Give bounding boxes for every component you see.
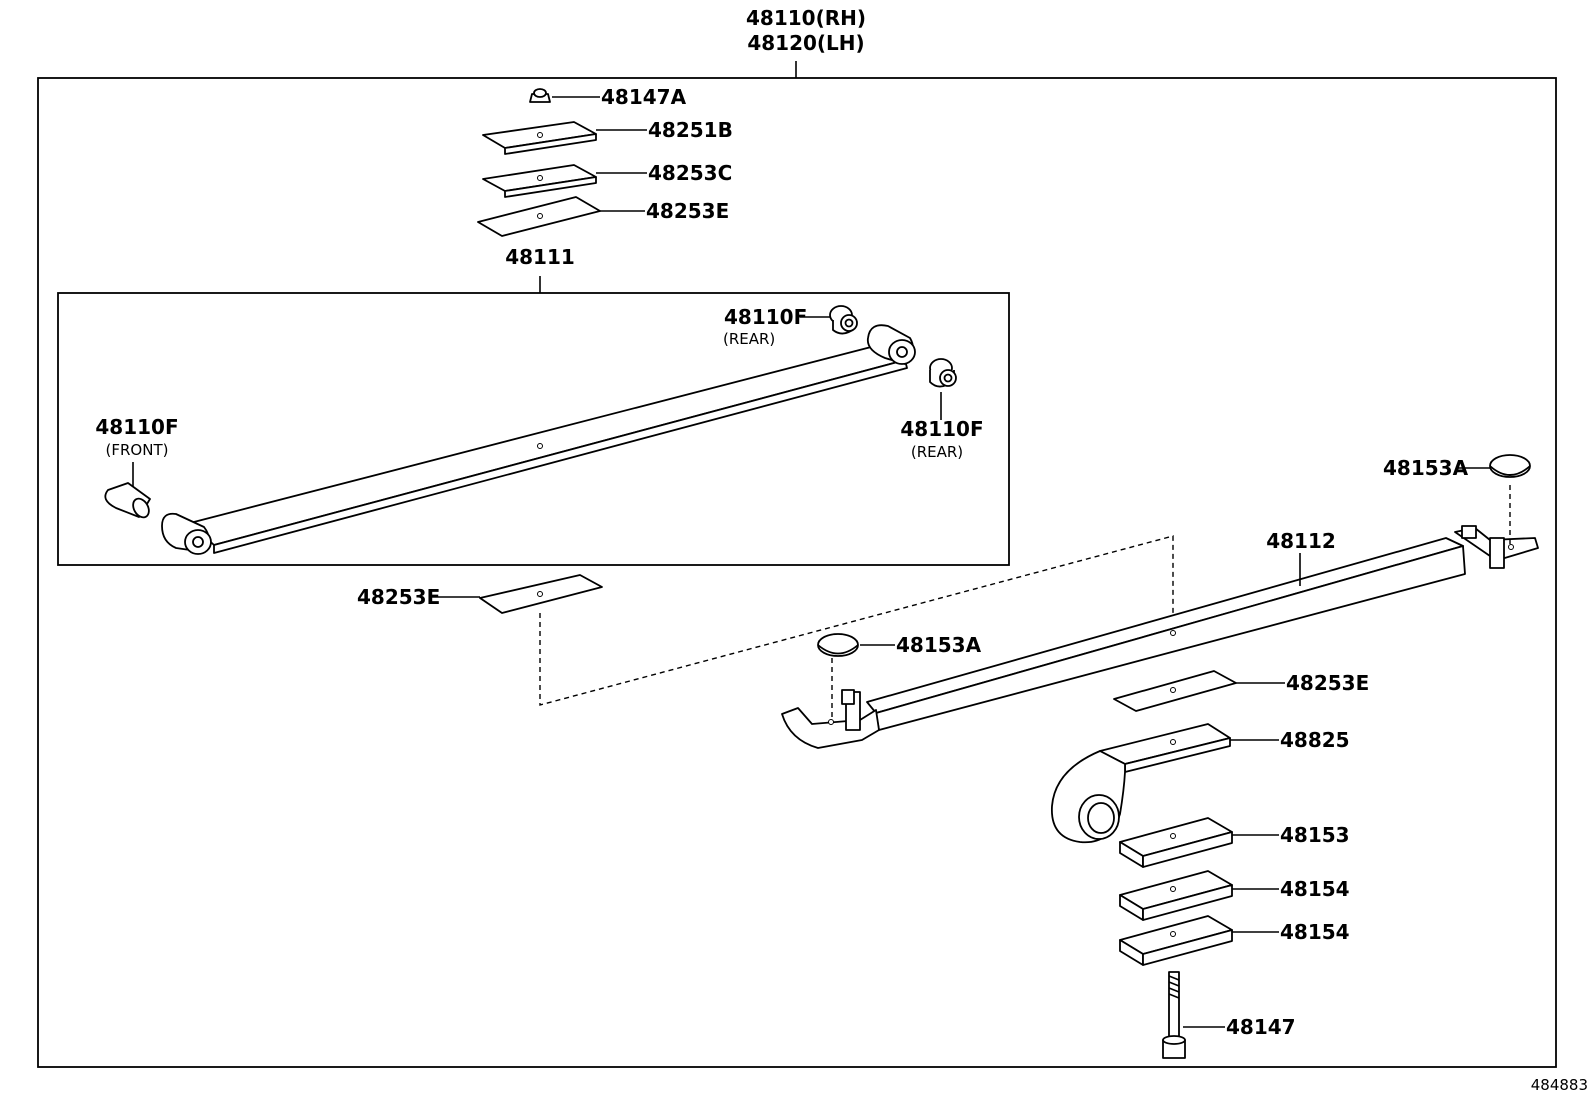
part-label-48153A-mid: 48153A <box>896 633 982 657</box>
part-label-48154-a: 48154 <box>1280 877 1350 901</box>
plate-48253E-right[interactable] <box>1113 670 1237 712</box>
bolt-48147[interactable] <box>1162 971 1186 1059</box>
part-label-48251B: 48251B <box>648 118 733 142</box>
nut-48147A[interactable] <box>529 88 551 103</box>
leaf-48111-frame <box>57 292 1010 566</box>
part-label-48112: 48112 <box>1266 529 1336 553</box>
part-label-48825: 48825 <box>1280 728 1350 752</box>
assembly-number-lh: 48120(LH) <box>747 31 864 55</box>
figure-number: 484883 <box>1531 1076 1588 1094</box>
part-label-48110F-front: 48110F <box>95 415 178 439</box>
part-label-48110F-rear-lower: 48110F <box>900 417 983 441</box>
part-label-48253E-top: 48253E <box>646 199 729 223</box>
assembly-number-rh: 48110(RH) <box>746 6 866 30</box>
plate-48251B[interactable] <box>482 121 597 155</box>
part-label-48253E-mid: 48253E <box>357 585 440 609</box>
part-label-48253E-right: 48253E <box>1286 671 1369 695</box>
plate-48154-b[interactable] <box>1119 915 1233 966</box>
part-note-48110F-rear-lower: (REAR) <box>911 443 963 461</box>
plate-48153[interactable] <box>1119 817 1233 868</box>
leaf-spring-48112[interactable] <box>781 525 1539 749</box>
assembly-frame <box>37 77 1557 1068</box>
part-label-48111: 48111 <box>505 245 575 269</box>
spring-48825[interactable] <box>1051 723 1231 844</box>
plate-48253C[interactable] <box>482 164 597 198</box>
part-note-48110F-front: (FRONT) <box>106 441 169 459</box>
part-label-48153: 48153 <box>1280 823 1350 847</box>
part-note-48110F-rear-upper: (REAR) <box>723 330 775 348</box>
bushing-48110F-rear-upper[interactable] <box>829 305 858 335</box>
cap-48153A-mid[interactable] <box>817 633 859 657</box>
cap-48153A-top[interactable] <box>1489 454 1531 478</box>
plate-48253E-mid[interactable] <box>479 574 603 614</box>
part-label-48153A-top: 48153A <box>1383 456 1469 480</box>
part-label-48110F-rear-upper: 48110F <box>724 305 807 329</box>
plate-48253E-top[interactable] <box>477 196 601 237</box>
part-label-48154-b: 48154 <box>1280 920 1350 944</box>
plate-48154-a[interactable] <box>1119 870 1233 921</box>
bushing-48110F-rear-lower[interactable] <box>929 358 957 388</box>
bushing-48110F-front[interactable] <box>104 482 152 520</box>
leaf-spring-48111[interactable] <box>161 324 916 555</box>
part-label-48147A: 48147A <box>601 85 687 109</box>
part-label-48147: 48147 <box>1226 1015 1296 1039</box>
part-label-48253C: 48253C <box>648 161 732 185</box>
